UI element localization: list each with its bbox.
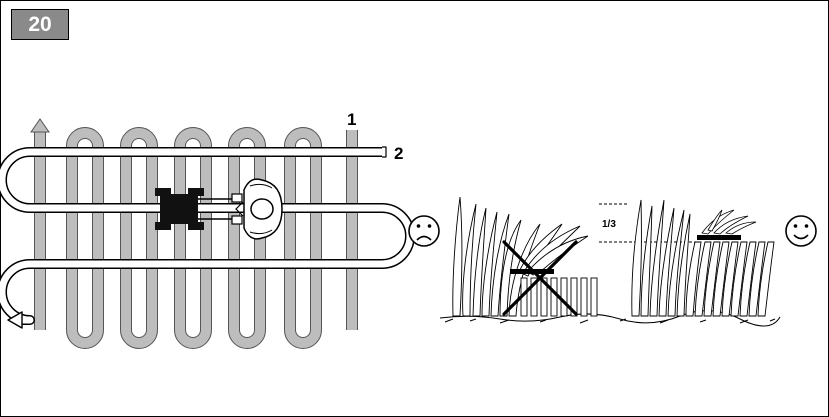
- vertical-arrow-head: [31, 119, 49, 132]
- happy-face-icon: [786, 216, 816, 246]
- sad-face-icon: [409, 216, 439, 246]
- cut-fraction-label: 1/3: [602, 219, 616, 230]
- callout-2: 2: [394, 144, 403, 163]
- mower-blade-high: [697, 235, 741, 240]
- callout-1: 1: [347, 110, 356, 129]
- grass-tall-right: [632, 200, 690, 316]
- grass-clippings: [702, 210, 756, 234]
- grass-trimmed-right: [686, 242, 774, 316]
